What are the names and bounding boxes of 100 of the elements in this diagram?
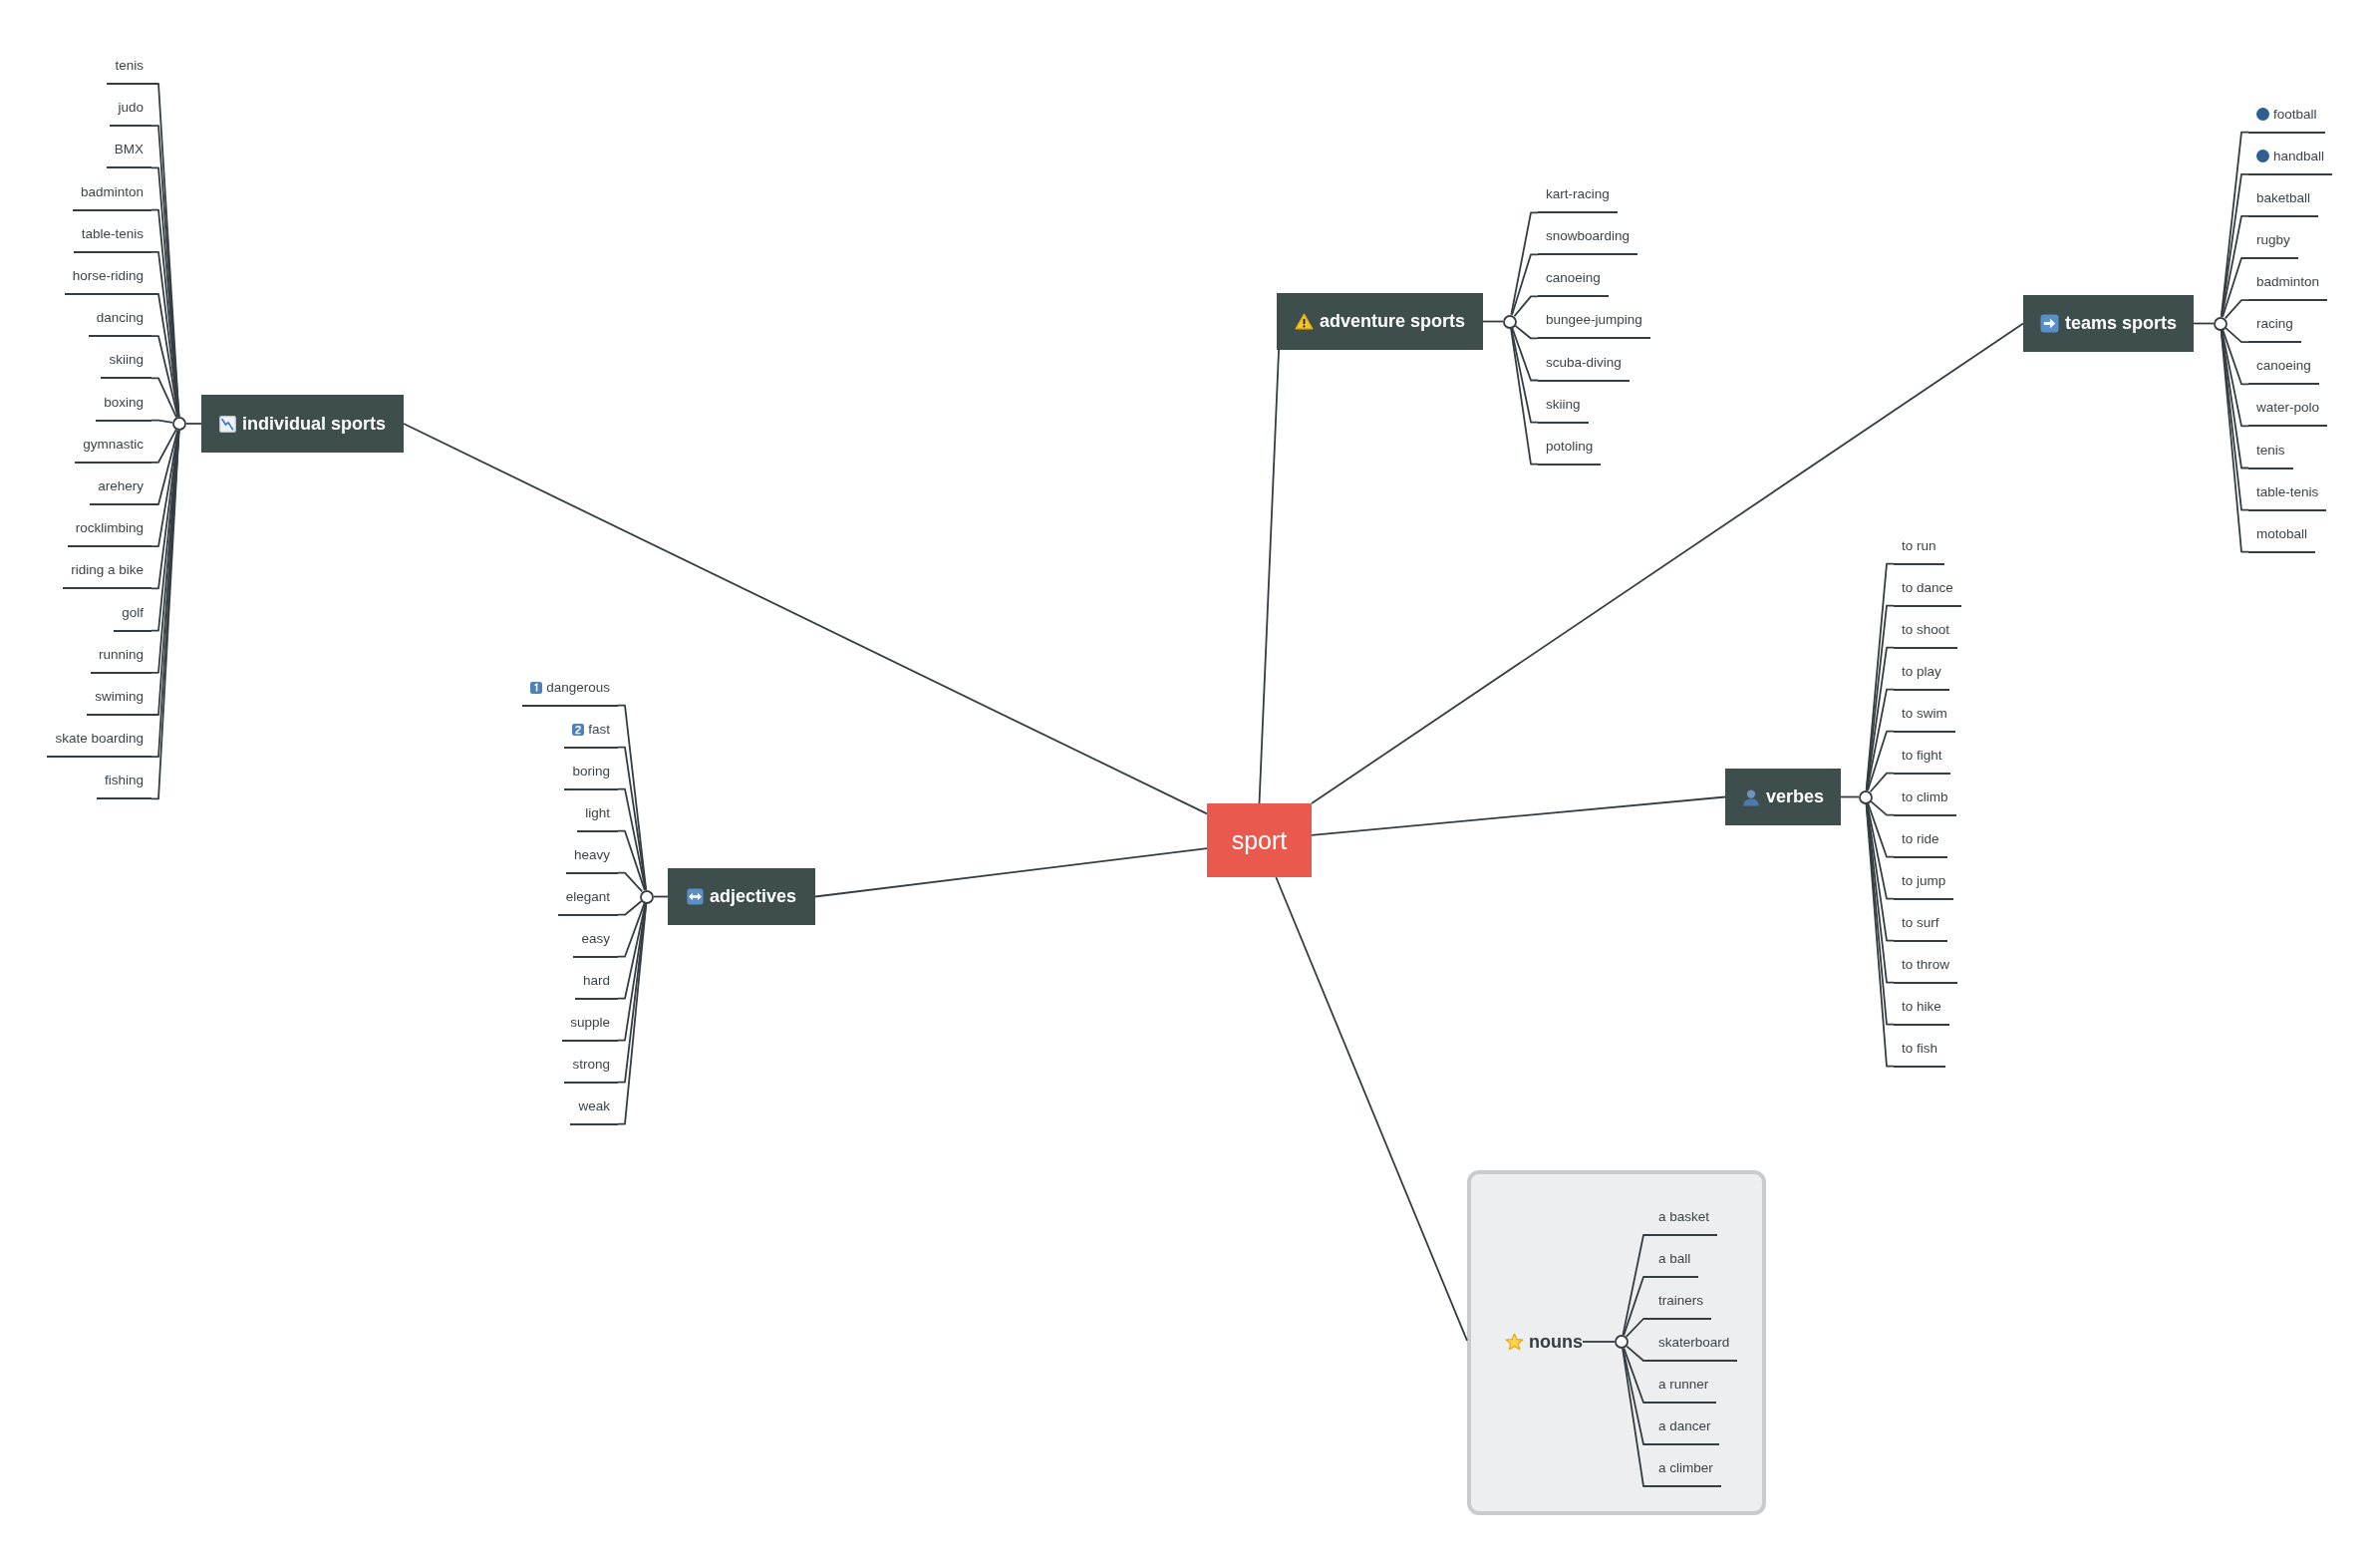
subtopic-text: to run <box>1902 536 1936 555</box>
connector-line <box>1867 730 1895 791</box>
connector-line <box>2220 329 2249 553</box>
connector-line <box>1482 320 1504 323</box>
main-topic-text: nouns <box>1529 1331 1583 1353</box>
connector-line <box>1867 802 1895 858</box>
main-topic-text: adjectives <box>709 886 797 907</box>
connector-line <box>403 423 1208 815</box>
connector-line <box>1311 795 1726 836</box>
connector-line <box>1514 325 1539 340</box>
subtopic-text: fast <box>588 720 610 739</box>
junction-circle <box>1615 1335 1629 1349</box>
main-topic-box <box>1277 293 1483 350</box>
subtopic-text: supple <box>570 1013 610 1032</box>
connector-line <box>2222 329 2249 386</box>
connector-line <box>1275 876 1468 1342</box>
boundary-frame <box>1467 1170 1766 1515</box>
connector-line <box>2224 299 2249 320</box>
subtopic-text: rocklimbing <box>75 519 144 538</box>
subtopic-text: heavy <box>573 845 610 864</box>
subtopic-text: football <box>2273 105 2317 124</box>
connector-line <box>1623 1276 1651 1337</box>
connector-line <box>1625 1318 1651 1338</box>
connector-line <box>1866 802 1895 900</box>
connector-line <box>2221 329 2249 428</box>
main-topic-text: adventure sports <box>1319 311 1465 332</box>
connector-line <box>814 847 1208 898</box>
connector-line <box>1511 253 1539 316</box>
main-topic-text: teams sports <box>2064 313 2177 334</box>
main-topic-text: individual sports <box>242 413 386 435</box>
junction-circle <box>640 889 654 904</box>
subtopic-text: potoling <box>1546 437 1594 456</box>
subtopic-text: canoeing <box>2256 357 2311 376</box>
connector-line <box>1869 772 1895 793</box>
subtopic-text: a climber <box>1658 1459 1713 1477</box>
connector-line <box>150 429 177 464</box>
subtopic-text: fishing <box>104 772 144 790</box>
subtopic-text: to ride <box>1902 829 1939 848</box>
subtopic-text: rugby <box>2256 231 2290 249</box>
subtopic-text: easy <box>581 929 610 948</box>
subtopic-text: to throw <box>1902 955 1950 974</box>
central-topic-box <box>1207 803 1312 877</box>
connector-line <box>150 377 177 419</box>
connector-line <box>1870 800 1895 816</box>
connector-line <box>617 902 646 958</box>
subtopic-text: tenis <box>115 57 144 75</box>
subtopic-text: canoeing <box>1546 269 1601 288</box>
connector-line <box>1865 802 1895 1068</box>
connector-line <box>150 335 179 419</box>
subtopic-text: skiing <box>109 351 144 370</box>
connector-line <box>2225 327 2249 344</box>
connector-line <box>185 423 202 425</box>
underlined-subtopic <box>2248 105 2325 134</box>
subtopic-text: snowboarding <box>1546 227 1631 246</box>
subtopic-text: to fish <box>1902 1039 1938 1058</box>
subtopic-text: scuba-diving <box>1546 353 1622 372</box>
connector-line <box>1622 1348 1651 1487</box>
connector-line <box>1623 1347 1651 1404</box>
subtopic-text: judo <box>118 99 144 118</box>
main-topic-text: verbes <box>1765 786 1824 807</box>
central-topic-text: sport <box>1231 825 1288 855</box>
connector-line <box>1258 349 1280 804</box>
connector-line <box>617 787 647 891</box>
subtopic-text: strong <box>572 1055 610 1074</box>
connector-line <box>1622 1234 1651 1337</box>
subtopic-text: running <box>98 645 144 664</box>
subtopic-text: to swim <box>1902 704 1947 723</box>
connector-line <box>1582 1341 1616 1343</box>
subtopic-text: tenis <box>2256 441 2285 460</box>
subtopic-text: water-polo <box>2256 399 2320 418</box>
connector-line <box>617 902 648 1125</box>
subtopic-text: a ball <box>1658 1250 1691 1268</box>
connector-line <box>150 430 179 548</box>
subtopic-text: boring <box>572 762 610 781</box>
underlined-subtopic <box>2248 147 2333 175</box>
connector-line <box>1513 295 1539 318</box>
subtopic-text: riding a bike <box>71 561 144 580</box>
subtopic-text: to hike <box>1902 997 1941 1016</box>
subtopic-text: gymnastic <box>83 435 144 454</box>
subtopic-text: skaterboard <box>1658 1334 1730 1352</box>
subtopic-text: table-tenis <box>81 224 144 243</box>
connector-line <box>150 429 179 505</box>
subtopic-text: motoball <box>2256 524 2308 543</box>
connector-line <box>2222 257 2249 318</box>
connector-line <box>617 871 644 893</box>
subtopic-text: horse-riding <box>72 267 144 285</box>
subtopic-text: trainers <box>1658 1292 1703 1310</box>
junction-circle <box>172 417 186 431</box>
connector-line <box>1865 562 1895 791</box>
subtopic-text: elegant <box>565 887 610 906</box>
connector-line <box>1510 211 1539 316</box>
subtopic-text: to fight <box>1902 746 1942 765</box>
main-topic-box <box>1725 769 1841 825</box>
subtopic-text: racing <box>2256 315 2293 334</box>
subtopic-text: baketball <box>2256 188 2311 207</box>
subtopic-text: to climb <box>1902 787 1948 806</box>
connector-line <box>1311 322 2024 804</box>
connector-line <box>1866 688 1895 791</box>
connector-line <box>653 895 669 898</box>
connector-line <box>150 419 173 424</box>
